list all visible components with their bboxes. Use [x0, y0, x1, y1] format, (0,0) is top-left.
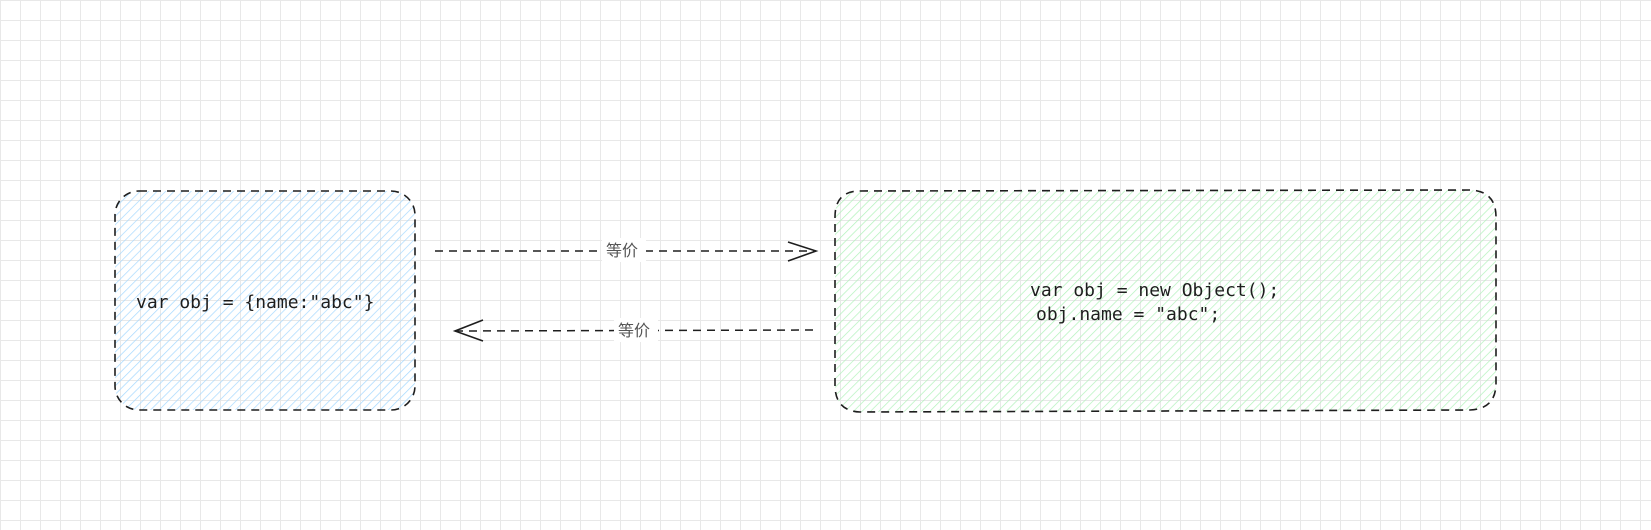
- arrow-backward-label-bg: [614, 318, 658, 342]
- arrow-backward-line: [454, 329, 819, 332]
- arrow-forward-head: [787, 241, 819, 262]
- left-code-box[interactable]: var obj = {name:"abc"}: [114, 190, 416, 411]
- left-box-shape: [114, 190, 416, 411]
- arrow-forward[interactable]: 等价: [435, 238, 819, 262]
- right-box-shape: [834, 189, 1497, 413]
- arrow-backward-head: [452, 319, 484, 342]
- arrow-forward-label-bg: [602, 238, 646, 262]
- left-box-code-text: var obj = {name:"abc"}: [136, 292, 374, 313]
- right-code-box[interactable]: var obj = new Object(); obj.name = "abc"…: [834, 189, 1497, 413]
- right-box-code-line-2: obj.name = "abc";: [1036, 304, 1220, 325]
- right-box-code-line-1: var obj = new Object();: [1030, 280, 1279, 301]
- arrow-forward-label: 等价: [606, 241, 638, 260]
- arrow-backward-label: 等价: [618, 321, 650, 340]
- arrow-backward[interactable]: 等价: [452, 318, 819, 342]
